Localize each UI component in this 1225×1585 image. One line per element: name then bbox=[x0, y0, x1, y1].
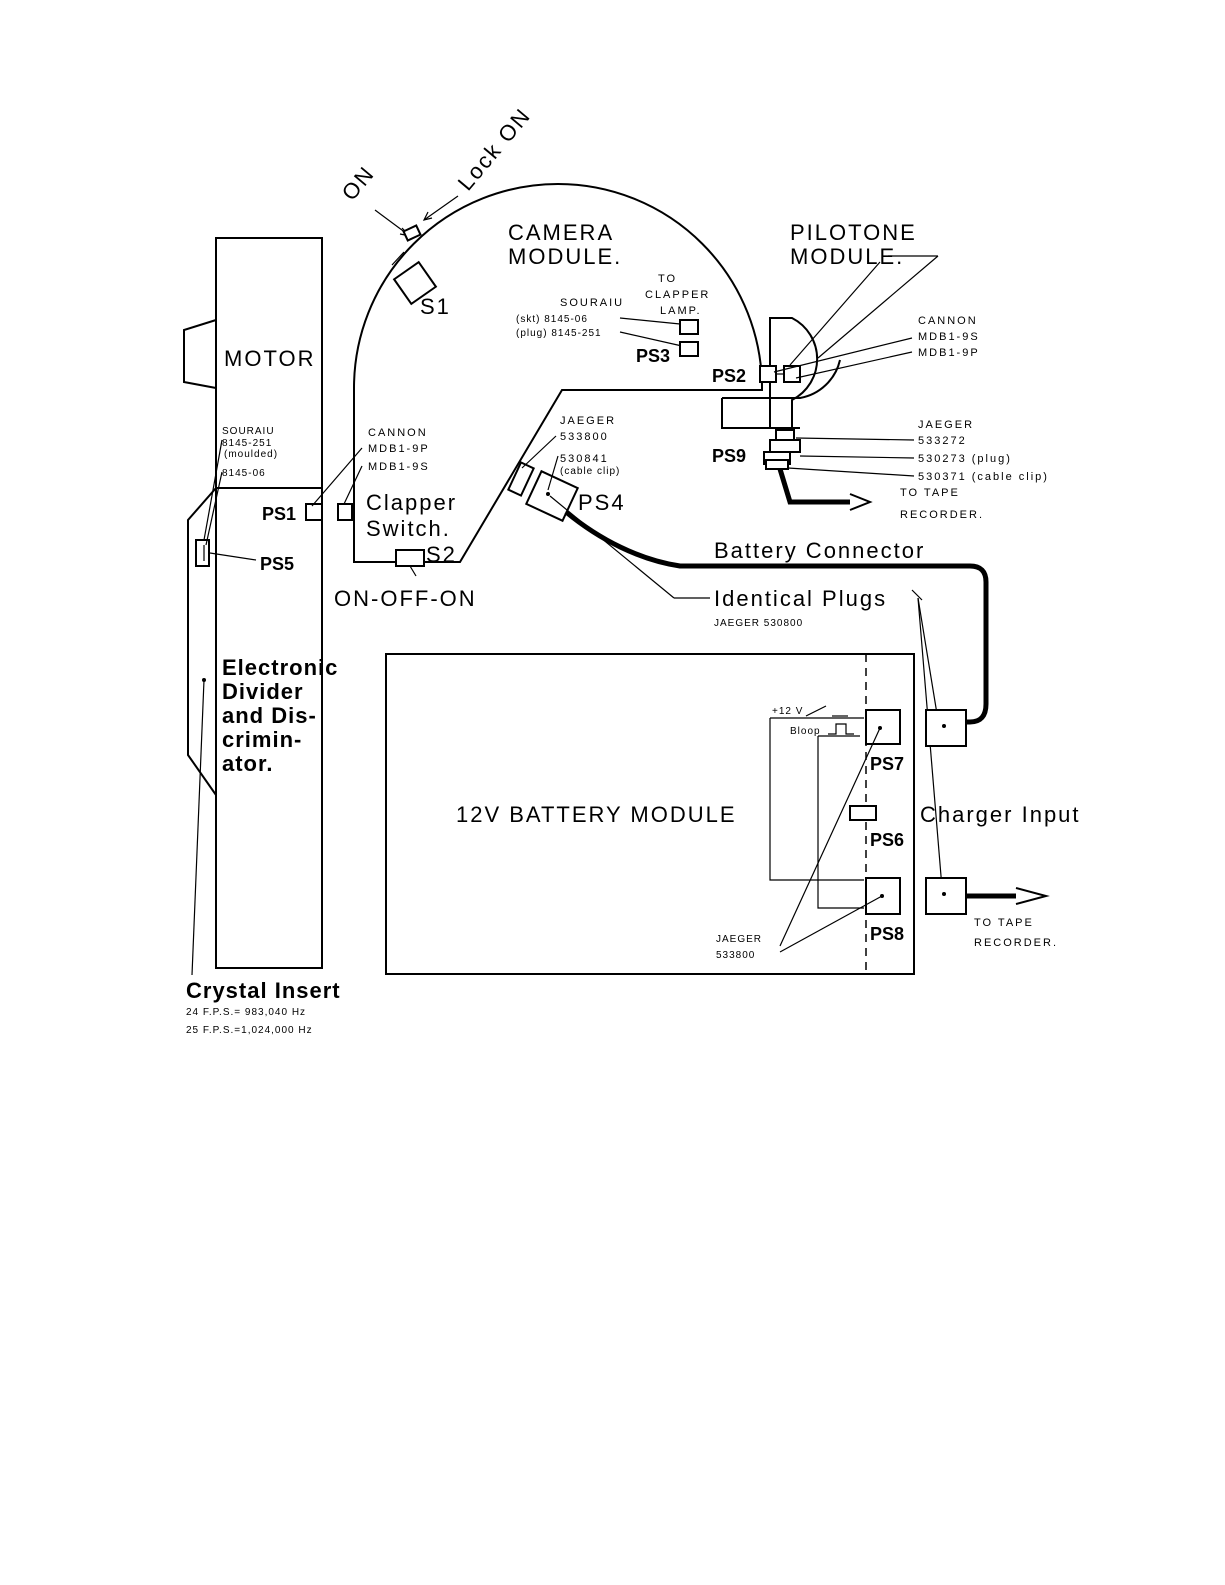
jaeger-ps9-line2: 533272 bbox=[918, 435, 967, 447]
ps4-connector: PS4 JAEGER 533800 530841 (cable clip) bbox=[506, 415, 626, 523]
cannon-ps1-line2: MDB1-9P bbox=[368, 443, 430, 455]
ps9-label: PS9 bbox=[712, 446, 746, 466]
souraiu-ps5-line1: SOURAIU bbox=[222, 426, 275, 437]
cannon-ps2-line1: CANNON bbox=[918, 315, 978, 327]
plus-12v-label: +12 V bbox=[772, 706, 803, 717]
jaeger-ps9-line3: 530273 (plug) bbox=[918, 453, 1012, 465]
souraiu-ps5-line4: 8145-06 bbox=[222, 468, 266, 479]
on-label: ON bbox=[337, 161, 380, 205]
ps4-label: PS4 bbox=[578, 490, 626, 515]
tape-recorder-1-line1: TO TAPE bbox=[900, 487, 960, 499]
on-off-on-label: ON-OFF-ON bbox=[334, 586, 477, 611]
tape-recorder-2-line2: RECORDER. bbox=[974, 937, 1058, 949]
jaeger-ps4-line4: (cable clip) bbox=[560, 466, 620, 477]
ps2-label: PS2 bbox=[712, 366, 746, 386]
cannon-ps1-line3: MDB1-9S bbox=[368, 461, 430, 473]
cannon-ps2-line3: MDB1-9P bbox=[918, 347, 980, 359]
camera-module-line2: MODULE. bbox=[508, 244, 622, 269]
bloop-label: Bloop bbox=[790, 726, 821, 737]
clapper-switch-line2: Switch. bbox=[366, 516, 451, 541]
jaeger-533800-line2: 533800 bbox=[716, 950, 755, 961]
ps2-connector: PS2 bbox=[712, 365, 801, 386]
external-plugs: Charger Input TO TAPE RECORDER. bbox=[920, 709, 1081, 949]
ps8-label: PS8 bbox=[870, 924, 904, 944]
cannon-ps1-line1: CANNON bbox=[368, 427, 428, 439]
s1-label: S1 bbox=[420, 294, 451, 319]
crystal-insert-label: Crystal Insert bbox=[186, 978, 341, 1003]
clapper-lamp-line2: CLAPPER bbox=[645, 289, 710, 301]
battery-connector-label: Battery Connector bbox=[714, 538, 925, 563]
on-lock-switch: ON Lock ON bbox=[337, 103, 536, 242]
electronic-line5: ator. bbox=[222, 751, 273, 776]
s1-switch: S1 bbox=[391, 251, 451, 319]
ps1-label: PS1 bbox=[262, 504, 296, 524]
electronic-line1: Electronic bbox=[222, 655, 338, 680]
fps25-label: 25 F.P.S.=1,024,000 Hz bbox=[186, 1025, 313, 1036]
tape-recorder-1-line2: RECORDER. bbox=[900, 509, 984, 521]
pilotone-line1: PILOTONE bbox=[790, 220, 917, 245]
jaeger-ps9-note: JAEGER 533272 530273 (plug) 530371 (cabl… bbox=[787, 419, 1049, 483]
electronic-line4: crimin- bbox=[222, 727, 302, 752]
clapper-lamp-line1: TO bbox=[658, 273, 677, 285]
ps5-label: PS5 bbox=[260, 554, 294, 574]
jaeger-ps9-line4: 530371 (cable clip) bbox=[918, 471, 1049, 483]
ps6-label: PS6 bbox=[870, 830, 904, 850]
ps3-connector: TO CLAPPER LAMP. SOURAIU (skt) 8145-06 (… bbox=[516, 273, 710, 366]
souraiu-ps5-line2: 8145-251 bbox=[222, 438, 272, 449]
charger-input-label: Charger Input bbox=[920, 802, 1081, 827]
battery-module: 12V BATTERY MODULE +12 V Bloop PS7 PS6 P… bbox=[385, 653, 915, 975]
pilotone-line2: MODULE. bbox=[790, 244, 904, 269]
motor-label: MOTOR bbox=[224, 346, 315, 371]
electronic-line2: Divider bbox=[222, 679, 304, 704]
camera-module: CAMERA MODULE. bbox=[353, 183, 763, 563]
identical-plugs-label: Identical Plugs bbox=[714, 586, 887, 611]
jaeger-ps4-line3: 530841 bbox=[560, 453, 609, 465]
ps1-connector: PS1 CANNON MDB1-9P MDB1-9S bbox=[262, 427, 430, 524]
crystal-insert: Crystal Insert 24 F.P.S.= 983,040 Hz 25 … bbox=[186, 678, 341, 1036]
ps3-label: PS3 bbox=[636, 346, 670, 366]
lock-on-label: Lock ON bbox=[453, 103, 536, 195]
souraiu-ps5-line3: (moulded) bbox=[224, 449, 278, 460]
souraiu-ps3-line2: (skt) 8145-06 bbox=[516, 314, 588, 325]
cannon-ps2-note: CANNON MDB1-9S MDB1-9P bbox=[773, 315, 980, 379]
cannon-ps2-line2: MDB1-9S bbox=[918, 331, 980, 343]
jaeger-530800-label: JAEGER 530800 bbox=[714, 618, 803, 629]
souraiu-ps5-note: SOURAIU 8145-251 (moulded) 8145-06 bbox=[203, 426, 278, 546]
fps24-label: 24 F.P.S.= 983,040 Hz bbox=[186, 1007, 306, 1018]
battery-module-label: 12V BATTERY MODULE bbox=[456, 802, 737, 827]
jaeger-533800-line1: JAEGER bbox=[716, 934, 762, 945]
tape-recorder-2-line1: TO TAPE bbox=[974, 917, 1034, 929]
s2-switch: S2 ON-OFF-ON bbox=[334, 542, 477, 611]
souraiu-ps3-line3: (plug) 8145-251 bbox=[516, 328, 602, 339]
jaeger-ps4-line1: JAEGER bbox=[560, 415, 616, 427]
identical-plugs: Identical Plugs JAEGER 530800 bbox=[549, 495, 943, 889]
s2-label: S2 bbox=[426, 542, 457, 567]
camera-module-line1: CAMERA bbox=[508, 220, 614, 245]
electronic-line3: and Dis- bbox=[222, 703, 317, 728]
clapper-lamp-line3: LAMP. bbox=[660, 305, 702, 317]
ps5-socket: PS5 bbox=[195, 539, 294, 574]
jaeger-ps9-line1: JAEGER bbox=[918, 419, 974, 431]
souraiu-ps3-line1: SOURAIU bbox=[560, 297, 624, 309]
pilotone-module: PILOTONE MODULE. PS9 bbox=[712, 220, 939, 511]
ps7-label: PS7 bbox=[870, 754, 904, 774]
electronic-divider-label: Electronic Divider and Dis- crimin- ator… bbox=[222, 655, 338, 776]
clapper-switch-line1: Clapper bbox=[366, 490, 457, 515]
motor-column: MOTOR bbox=[183, 237, 323, 969]
battery-cable bbox=[564, 510, 989, 725]
jaeger-ps4-line2: 533800 bbox=[560, 431, 609, 443]
